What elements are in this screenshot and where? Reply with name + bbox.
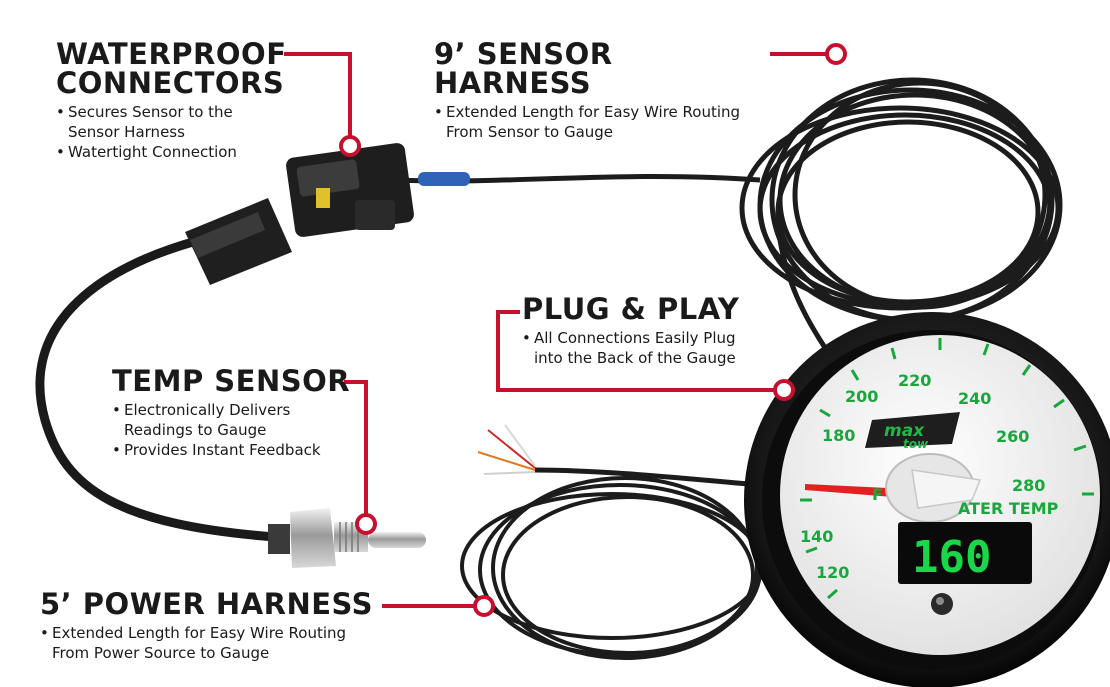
digital-display [898, 522, 1032, 584]
waterproof-title-line1: WATERPROOF [56, 37, 287, 71]
dial-number-140: 140 [800, 527, 833, 546]
dial-number-200: 200 [845, 387, 878, 406]
svg-text:max: max [884, 421, 925, 441]
callout-temp-sensor: TEMP SENSOR Electronically Delivers Read… [112, 364, 362, 461]
plug-play-title: PLUG & PLAY [522, 292, 740, 326]
dial-number-180: 180 [822, 426, 855, 445]
temp-sensor [268, 508, 426, 568]
gauge: max tow [744, 312, 1110, 687]
dial-number-120: 120 [816, 563, 849, 582]
waterproof-title-line2: CONNECTORS [56, 66, 285, 100]
power-harness-lead [534, 467, 761, 488]
plug-play-bullet-1: All Connections Easily Plug into the Bac… [522, 328, 769, 368]
power-harness-title: 5’ POWER HARNESS [40, 587, 374, 621]
dial-number-260: 260 [996, 427, 1029, 446]
callout-power-harness: 5’ POWER HARNESS Extended Length for Eas… [40, 590, 390, 663]
waterproof-bullet-1: Secures Sensor to the Sensor Harness [56, 102, 268, 142]
dial-number-240: 240 [958, 389, 991, 408]
waterproof-bullet-2: Watertight Connection [56, 142, 286, 162]
waterproof-connectors [185, 143, 414, 285]
dial-label: ATER TEMP [958, 499, 1059, 518]
dial-unit: F [872, 485, 883, 504]
callout-leaders [284, 52, 828, 608]
power-wires [477, 424, 536, 475]
sensor-harness-title: 9’ SENSOR HARNESS [434, 37, 613, 100]
temp-sensor-title: TEMP SENSOR [112, 364, 351, 398]
dial-number-220: 220 [898, 371, 931, 390]
callout-plug-and-play: PLUG & PLAY All Connections Easily Plug … [522, 295, 782, 368]
temp-sensor-bullet-2: Provides Instant Feedback [112, 440, 362, 460]
power-harness-coil [460, 476, 764, 660]
dial-number-280: 280 [1012, 476, 1045, 495]
maxtow-logo: max tow [865, 412, 960, 451]
callout-waterproof-connectors: WATERPROOF CONNECTORS Secures Sensor to … [56, 37, 287, 163]
callout-sensor-harness: 9’ SENSOR HARNESS Extended Length for Ea… [434, 40, 774, 142]
digital-readout: 160 [912, 532, 991, 583]
callout-markers [339, 43, 847, 617]
power-harness-bullet-1: Extended Length for Easy Wire Routing Fr… [40, 623, 382, 663]
sensor-harness-bullet-1: Extended Length for Easy Wire Routing Fr… [434, 102, 766, 142]
svg-text:tow: tow [903, 437, 929, 451]
heat-shrink [418, 172, 470, 186]
temp-sensor-bullet-1: Electronically Delivers Readings to Gaug… [112, 400, 324, 440]
sensor-cable [35, 235, 276, 542]
